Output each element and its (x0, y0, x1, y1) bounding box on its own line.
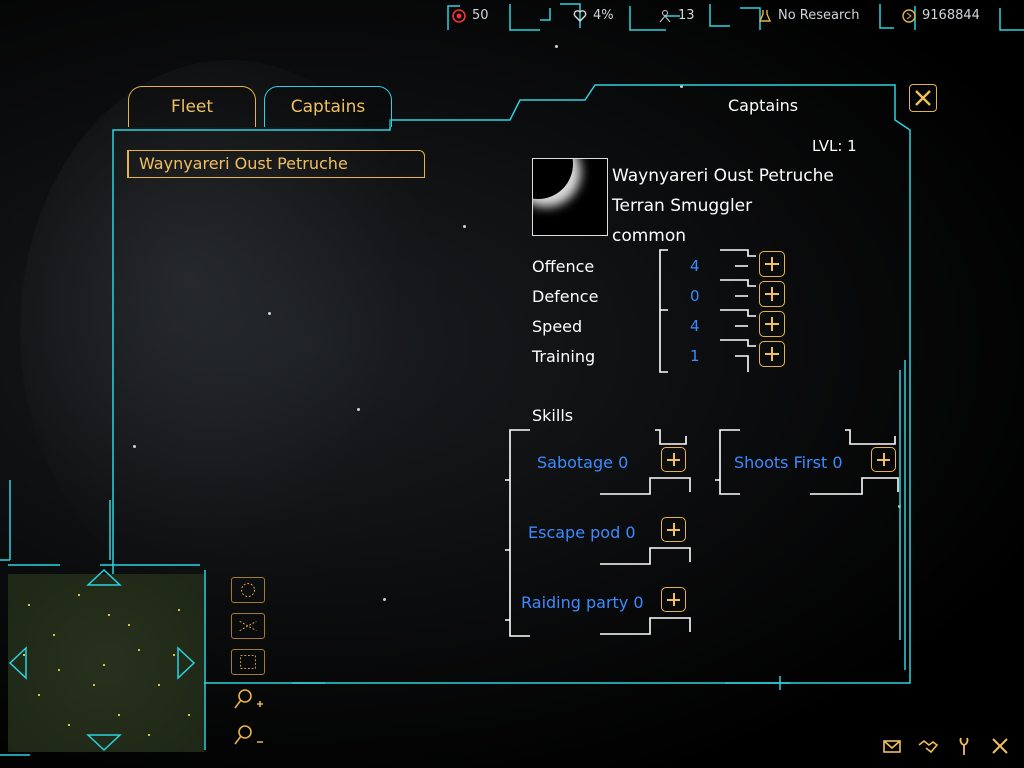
skill-sabotage: Sabotage 0 (537, 453, 629, 472)
sector-icon (240, 655, 256, 669)
stat-label-speed: Speed (532, 317, 583, 336)
mail-button[interactable] (881, 735, 903, 757)
stat-research-value: No Research (778, 8, 860, 23)
stat-crew: 13 (658, 8, 695, 23)
star (357, 408, 360, 411)
stat-value-offence: 4 (690, 257, 700, 275)
stat-value-training: 1 (690, 347, 700, 365)
star (383, 598, 386, 601)
handshake-icon (918, 739, 939, 754)
route-icon (239, 620, 257, 632)
captain-rarity: common (612, 226, 687, 246)
add-raiding-party-button[interactable] (661, 587, 686, 612)
stat-crew-value: 13 (678, 8, 695, 23)
skill-raiding-party: Raiding party 0 (521, 593, 644, 612)
star (268, 312, 271, 315)
increase-training-button[interactable] (759, 341, 785, 367)
star (133, 445, 136, 448)
star (898, 505, 901, 508)
skills-title: Skills (532, 406, 574, 425)
credits-icon (902, 8, 916, 23)
flask-icon (758, 9, 772, 22)
tab-fleet[interactable]: Fleet (128, 86, 256, 127)
stat-value-defence: 0 (690, 287, 700, 305)
tab-captains[interactable]: Captains (264, 86, 392, 127)
stat-label-defence: Defence (532, 287, 599, 306)
zoom-in-icon (234, 689, 263, 709)
wrench-icon (959, 737, 969, 755)
add-escape-pod-button[interactable] (661, 517, 686, 542)
stat-label-offence: Offence (532, 257, 595, 276)
stat-credits: 9168844 (902, 8, 980, 23)
route-button[interactable] (231, 613, 265, 639)
crew-icon (659, 9, 671, 22)
stat-value-speed: 4 (690, 317, 700, 335)
stat-label-training: Training (532, 347, 596, 366)
nebula-background (20, 60, 440, 600)
captain-name: Waynyareri Oust Petruche (612, 166, 834, 186)
stat-approval: 4% (573, 8, 614, 23)
star (680, 85, 683, 88)
captain-level: LVL: 1 (812, 137, 857, 155)
stat-credits-value: 9168844 (922, 8, 980, 23)
skill-shoots-first: Shoots First 0 (734, 453, 843, 472)
add-sabotage-button[interactable] (661, 447, 686, 472)
close-icon (915, 90, 931, 106)
zoom-out-button[interactable] (231, 722, 265, 748)
stat-threat-value: 50 (472, 8, 489, 23)
stat-research: No Research (758, 8, 859, 23)
zoom-in-button[interactable] (231, 686, 265, 712)
mail-icon (883, 740, 901, 753)
skill-escape-pod: Escape pod 0 (528, 523, 636, 542)
diplomacy-button[interactable] (917, 735, 939, 757)
galaxy-view-icon (241, 583, 255, 597)
galaxy-view-button[interactable] (231, 577, 265, 603)
increase-defence-button[interactable] (759, 281, 785, 307)
sector-button[interactable] (231, 649, 265, 675)
minimap[interactable] (8, 574, 204, 752)
captain-portrait (532, 158, 608, 236)
star (555, 45, 558, 48)
resource-bar: 50 4% 13 No Research 9168844 (440, 0, 1024, 34)
captain-list-item[interactable]: Waynyareri Oust Petruche (127, 150, 425, 178)
close-window-button[interactable] (909, 84, 937, 112)
increase-offence-button[interactable] (759, 251, 785, 277)
stat-approval-value: 4% (593, 8, 614, 23)
close-icon (992, 738, 1008, 754)
exit-button[interactable] (989, 735, 1011, 757)
heart-icon (573, 9, 587, 22)
star (463, 225, 466, 228)
stat-threat: 50 (452, 8, 489, 23)
settings-button[interactable] (953, 735, 975, 757)
increase-speed-button[interactable] (759, 311, 785, 337)
zoom-out-icon (234, 725, 263, 745)
captain-class: Terran Smuggler (612, 196, 753, 216)
target-icon (452, 8, 466, 23)
panel-title: Captains (728, 96, 799, 115)
add-shoots-first-button[interactable] (871, 447, 896, 472)
